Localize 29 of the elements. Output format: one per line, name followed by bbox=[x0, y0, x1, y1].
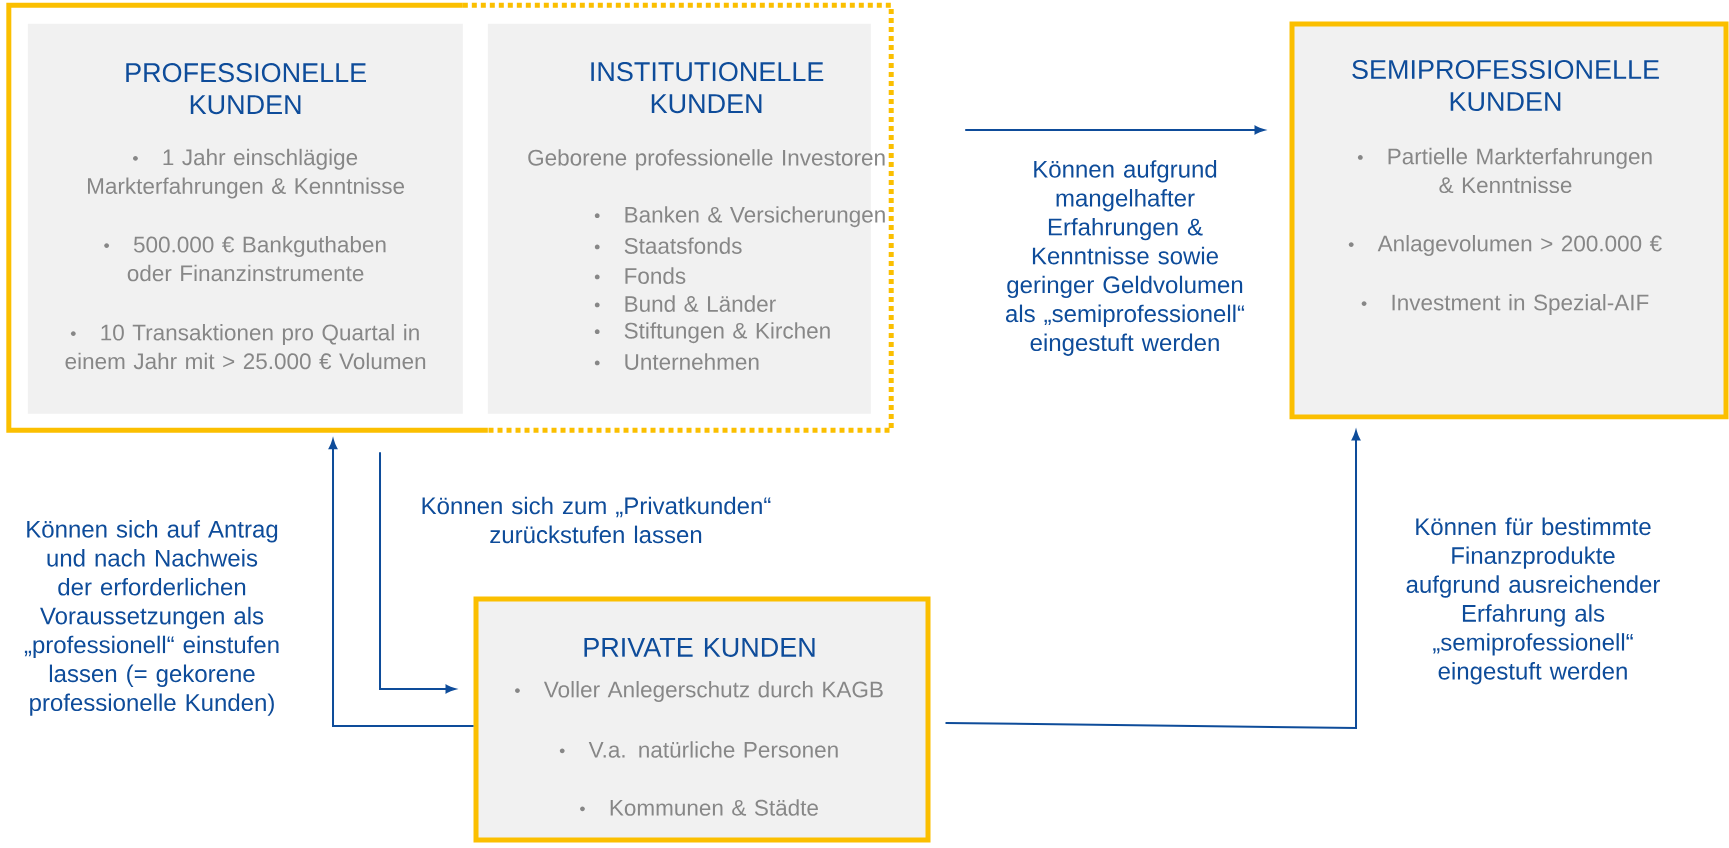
edge-label: Können sich zum „Privatkunden“ zurückstufen lassen bbox=[409, 495, 783, 545]
bullet-item: Partielle Markterfahrungen & Kenntnisse bbox=[1357, 147, 1652, 194]
bullet-item: 10 Transaktionen pro Quartal in einem Jahr mit > 25.000 € Volumen bbox=[65, 324, 426, 370]
dotted-frame bbox=[6, 2, 894, 433]
arrow bbox=[328, 439, 475, 727]
bullet-item: Voller Anlegerschutz durch KAGB bbox=[515, 681, 883, 702]
box-heading: SEMIPROFESSIONELLE KUNDEN bbox=[1352, 59, 1659, 112]
bullet-item: Banken & Versicherungen bbox=[594, 206, 885, 228]
bullet-item: Staatsfonds bbox=[594, 237, 742, 254]
bullet-item: Fonds bbox=[594, 267, 686, 284]
box-heading: INSTITUTIONELLE KUNDEN bbox=[591, 62, 824, 114]
edge-label: Können für bestimmte Finanzprodukte aufgrund ausreichender Erfahrung als „semiprofessionell“ eingestuft werden bbox=[1401, 516, 1665, 686]
arrow bbox=[379, 451, 456, 694]
bullet-item: 500.000 € Bankguthaben oder Finanzinstrumente bbox=[104, 236, 386, 282]
bullet-item: 1 Jahr einschlägige Markterfahrungen & Kenntnisse bbox=[88, 148, 404, 199]
bullet-item: Unternehmen bbox=[594, 353, 759, 370]
bullet-item: Stiftungen & Kirchen bbox=[594, 322, 830, 344]
bullet-item: Bund & Länder bbox=[594, 295, 776, 312]
arrow bbox=[964, 125, 1265, 135]
bullet-item: Kommunen & Städte bbox=[580, 799, 818, 816]
bullet-item: V.a. natürliche Personen bbox=[559, 741, 838, 758]
bullet-item: Investment in Spezial-AIF bbox=[1361, 294, 1649, 315]
edge-label: Können sich auf Antrag und nach Nachweis der erforderlichen Voraussetzungen als „professionell“ einstufen lassen (= gekorene professionelle Kunden) bbox=[20, 519, 284, 717]
box-text: Geborene professionelle Investoren bbox=[528, 149, 885, 171]
arrow bbox=[944, 430, 1361, 729]
bullet-item: Anlagevolumen > 200.000 € bbox=[1348, 235, 1662, 256]
box-heading: PRIVATE KUNDEN bbox=[584, 638, 815, 657]
edge-label: Können aufgrund mangelhafter Erfahrungen & Kenntnisse sowie geringer Geldvolumen als „semiprofessionell“ eingestuft werden bbox=[999, 159, 1251, 357]
box-heading: PROFESSIONELLE KUNDEN bbox=[126, 63, 366, 115]
